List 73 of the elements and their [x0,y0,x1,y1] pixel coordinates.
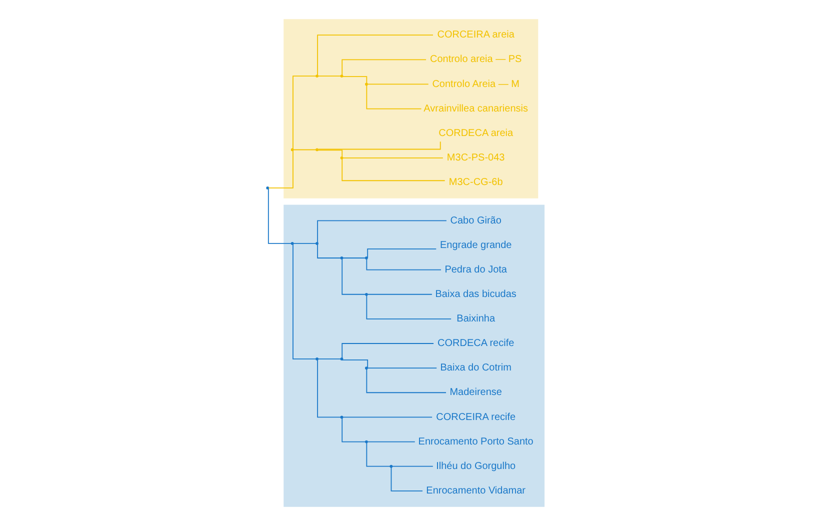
connector [342,59,426,76]
connector [318,141,441,150]
connector [268,150,294,188]
node-point [365,256,368,260]
connector [342,258,366,295]
node-point [340,416,344,419]
node-text: Engrade grande [440,240,512,251]
connector [367,368,438,369]
connector [268,188,292,244]
node-point [365,440,368,444]
node-point [316,242,318,245]
node-text: M3C-CG-6b [448,177,503,188]
connector [390,466,423,492]
node-point [290,148,294,152]
node-text: Madeirense [450,387,502,398]
node-point [340,74,344,78]
connector [367,441,416,442]
connector [342,76,368,84]
connector [342,416,433,418]
node-point [365,292,368,296]
connector [317,34,434,76]
node-point [316,358,318,360]
connector [292,242,316,244]
connector [342,359,368,368]
connector [317,220,447,243]
node-text: CORDECA areia [438,128,514,139]
node-text: Baixinha [456,314,496,324]
node-point [340,256,344,260]
connector [342,343,434,358]
node-text: Enrocamento Porto Santo [418,436,534,448]
node-text: Cabo Girão [450,215,502,226]
connector [366,294,452,320]
cluster [284,19,538,198]
connector [318,358,342,360]
connector [367,84,429,85]
node-text: CORDECA recife [438,338,514,350]
node-text: Baixa das bicudas [435,288,516,300]
connector [292,244,316,360]
connector [342,157,444,158]
connector [292,76,316,150]
node-point [316,74,318,78]
node-text: Ilhéu do Gorgulho [436,460,516,472]
node-text: Pedra do Jota [444,264,507,276]
node-text: Enrocamento Vidamar [426,485,526,496]
node-text: M3C-PS-043 [446,152,505,164]
node-point [365,366,368,370]
connector [342,418,366,442]
node-text: Controlo areia — PS [430,54,522,66]
connector [318,150,343,158]
node-text: CORCEIRA areia [437,30,514,41]
node-text: Controlo Areia — M [432,78,520,90]
node-text: Avrainvillea canariensis [424,103,528,114]
node-point [266,186,270,190]
node-point [340,156,344,160]
connector [366,84,422,110]
connector [392,466,434,467]
node-point [390,464,393,468]
node-point [365,82,368,86]
connector [317,244,342,258]
connector [366,368,446,394]
connector [366,442,391,467]
connector [367,248,437,258]
connector [366,258,442,270]
node-point [290,242,294,245]
connector [367,294,432,295]
cluster [284,204,545,507]
connector [292,149,316,150]
connector [342,158,446,182]
node-point [340,358,344,360]
connector [317,360,342,418]
node-text: Baixa do Cotrim [440,362,512,374]
node-text: CORCEIRA recife [436,412,516,423]
node-point [316,148,318,152]
